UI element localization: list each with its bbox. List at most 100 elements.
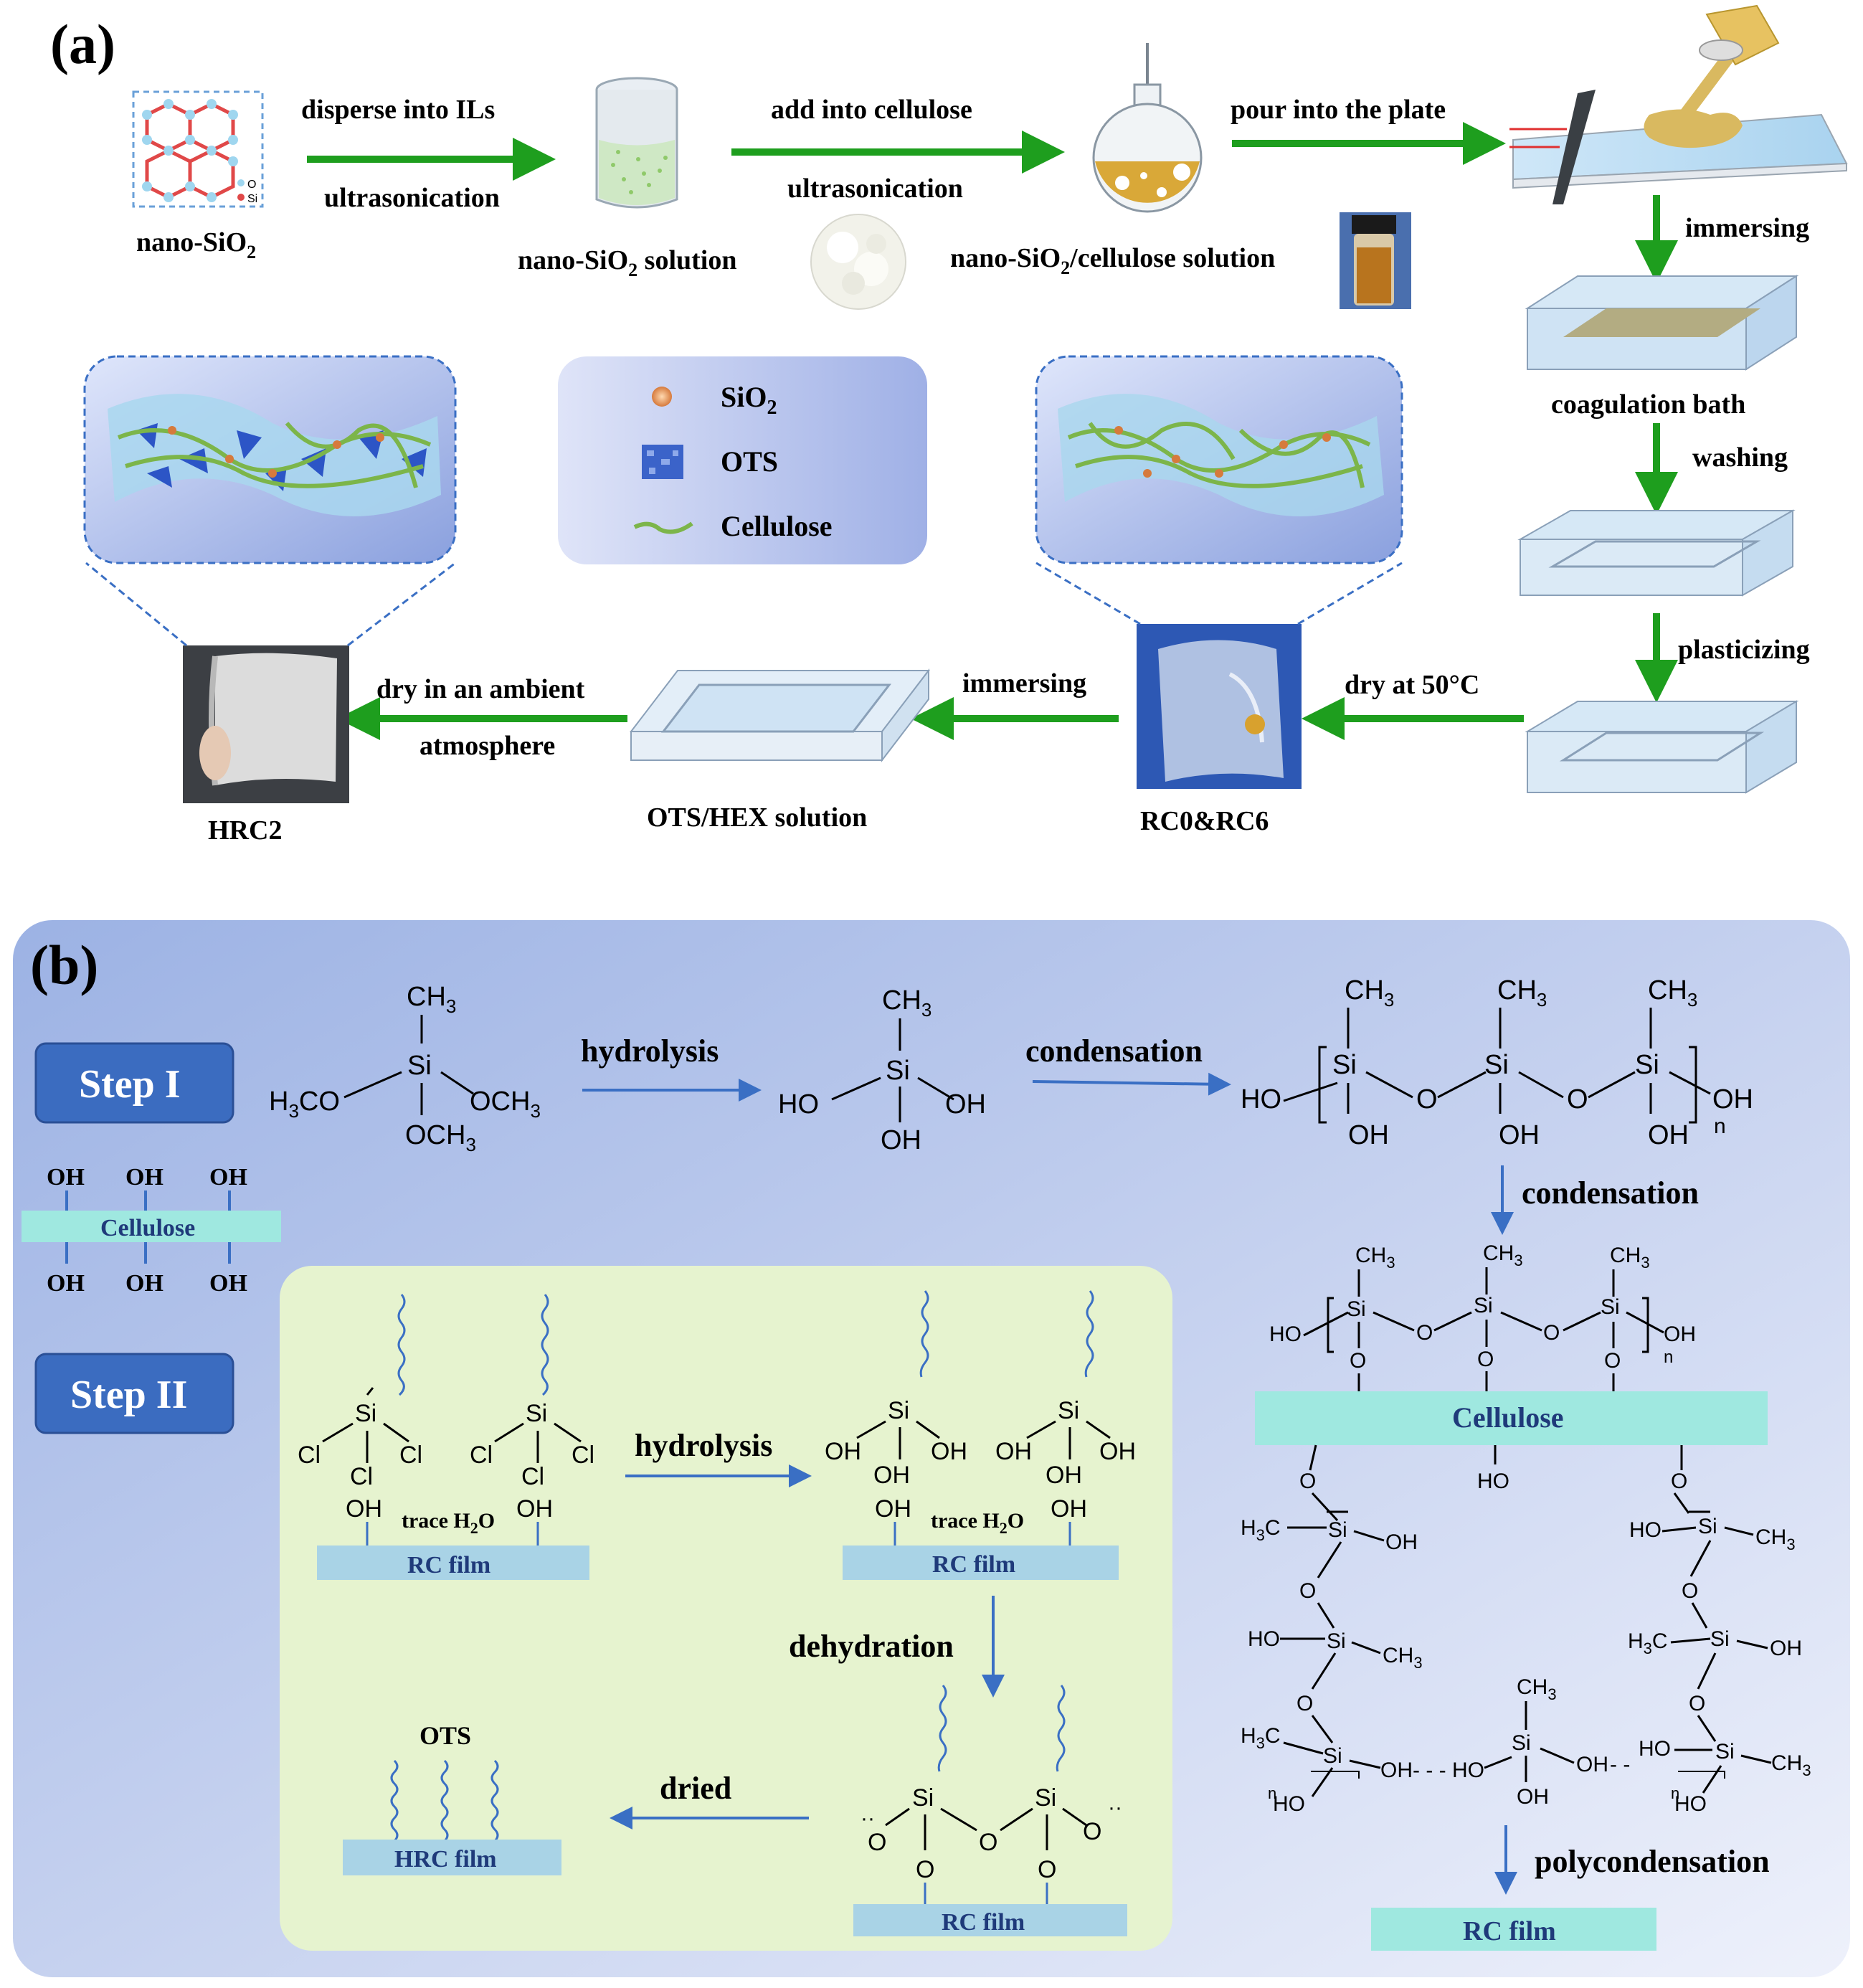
svg-text:OCH3: OCH3 bbox=[470, 1087, 541, 1122]
svg-text:O: O bbox=[1299, 1579, 1316, 1603]
svg-text:Si: Si bbox=[1332, 1050, 1357, 1080]
step2-sub: ultrasonication bbox=[787, 174, 963, 204]
svg-text:CH3: CH3 bbox=[1355, 1244, 1395, 1272]
svg-text:Si: Si bbox=[1635, 1050, 1659, 1080]
svg-text:Si: Si bbox=[1698, 1515, 1717, 1538]
svg-text:Cl: Cl bbox=[399, 1442, 422, 1469]
mtms-molecule: CH3 Si H3CO OCH3 OCH3 bbox=[269, 982, 541, 1155]
svg-text:Si: Si bbox=[1512, 1731, 1531, 1755]
composite-solution-label: nano-SiO2/cellulose solution bbox=[950, 243, 1275, 278]
hrc-film-bar bbox=[343, 1840, 561, 1875]
dry-ambient-label-1: dry in an ambient bbox=[376, 674, 585, 704]
svg-text:CH3: CH3 bbox=[1517, 1675, 1557, 1703]
svg-text:OH: OH bbox=[47, 1270, 85, 1297]
nano-sio2-solution-label: nano-SiO2 solution bbox=[518, 245, 737, 280]
svg-text:OH: OH bbox=[1051, 1495, 1087, 1523]
lattice-legend-si: Si bbox=[247, 193, 257, 205]
step2-box bbox=[34, 1353, 234, 1434]
svg-text:O: O bbox=[1299, 1469, 1316, 1493]
cellulose-fiber-icon bbox=[633, 521, 693, 534]
ots-silanol-pair: Si OH OH OH Si OH OH OH OH OH trace H2O bbox=[825, 1290, 1136, 1546]
svg-text:OH: OH bbox=[47, 1164, 85, 1191]
svg-text:HO: HO bbox=[1477, 1469, 1509, 1493]
svg-text:HO: HO bbox=[1273, 1792, 1305, 1816]
svg-text:CH3: CH3 bbox=[1648, 975, 1697, 1010]
svg-text:O: O bbox=[1350, 1349, 1366, 1373]
svg-text:- -: - - bbox=[1610, 1753, 1630, 1776]
beaker-icon bbox=[595, 77, 678, 209]
rc-film-bar-1 bbox=[317, 1546, 589, 1580]
ots-hex-tank-icon bbox=[629, 668, 931, 762]
svg-text:Si: Si bbox=[1484, 1050, 1509, 1080]
svg-text:OH: OH bbox=[1380, 1759, 1413, 1782]
svg-text:O: O bbox=[1604, 1349, 1621, 1373]
ots-label-b: OTS bbox=[419, 1721, 471, 1750]
immersing2-label: immersing bbox=[962, 668, 1086, 699]
rc-film-1-label: RC film bbox=[407, 1552, 490, 1578]
svg-text:HO: HO bbox=[1629, 1518, 1661, 1542]
svg-text:Si: Si bbox=[1347, 1297, 1366, 1321]
svg-text:CH3: CH3 bbox=[407, 982, 456, 1017]
svg-text:HO: HO bbox=[1674, 1792, 1707, 1816]
hrc-film-label: HRC film bbox=[394, 1846, 497, 1873]
cellulose-bar-label: Cellulose bbox=[100, 1215, 195, 1241]
svg-text:OH: OH bbox=[1576, 1753, 1608, 1776]
ots-hex-label: OTS/HEX solution bbox=[647, 803, 867, 833]
rc-film-3-label: RC film bbox=[942, 1909, 1025, 1936]
crosslinked-network: O HO O H3C Si OH O HO Si CH3 O H3C Si OH… bbox=[1241, 1444, 1811, 1816]
svg-text:CH3: CH3 bbox=[1771, 1751, 1811, 1779]
svg-text:CH3: CH3 bbox=[882, 985, 932, 1021]
rc-films-label: RC0&RC6 bbox=[1140, 806, 1269, 836]
plasticizing-label: plasticizing bbox=[1678, 635, 1810, 665]
sio2-particle-icon bbox=[652, 387, 672, 407]
grafted-siloxane: HO Si CH3 O O Si CH3 O O Si CH3 O OH n bbox=[1269, 1241, 1696, 1391]
ots-chains-icon bbox=[390, 1759, 499, 1855]
hydrolysis2-label: hydrolysis bbox=[635, 1428, 772, 1463]
legend-cellulose: Cellulose bbox=[721, 510, 833, 542]
rc-film-photo bbox=[1137, 624, 1302, 789]
siloxane-chain: HO Si CH3 OH O Si CH3 OH O Si CH3 OH OH … bbox=[1241, 975, 1753, 1150]
svg-text:OH: OH bbox=[1517, 1785, 1549, 1809]
silanetriol-molecule: CH3 Si HO OH OH bbox=[778, 985, 986, 1155]
casting-plate-icon bbox=[1509, 4, 1848, 204]
svg-text:CH3: CH3 bbox=[1483, 1241, 1523, 1269]
rc-film-2-label: RC film bbox=[932, 1551, 1015, 1578]
svg-text:HO: HO bbox=[1639, 1737, 1671, 1761]
svg-text:OH: OH bbox=[209, 1270, 247, 1297]
rc-film-bar-right bbox=[1371, 1908, 1656, 1951]
svg-text:HO: HO bbox=[1269, 1322, 1302, 1346]
svg-text:CH3: CH3 bbox=[1755, 1525, 1796, 1553]
svg-text:OH: OH bbox=[1499, 1120, 1540, 1150]
svg-text:OCH3: OCH3 bbox=[405, 1120, 476, 1155]
svg-text:O: O bbox=[1689, 1692, 1705, 1715]
step1-label: disperse into ILs bbox=[301, 95, 495, 125]
svg-text:n: n bbox=[1664, 1348, 1673, 1367]
svg-text:HO: HO bbox=[1452, 1759, 1484, 1782]
svg-text:OH: OH bbox=[1385, 1530, 1418, 1554]
ots-trichlorosilane-pair: Si Cl Cl Cl Si Cl Cl Cl OH OH trace H2O bbox=[298, 1294, 594, 1546]
svg-text:··: ·· bbox=[1108, 1796, 1122, 1819]
svg-text:OH: OH bbox=[1046, 1462, 1082, 1489]
step3-label: pour into the plate bbox=[1231, 95, 1446, 125]
svg-text:Si: Si bbox=[1474, 1294, 1493, 1317]
step2-label-b: Step II bbox=[70, 1373, 187, 1417]
cellulose-powder-icon bbox=[810, 214, 906, 310]
svg-text:Cl: Cl bbox=[521, 1463, 544, 1490]
svg-text:CH3: CH3 bbox=[1610, 1244, 1650, 1272]
svg-text:O: O bbox=[1682, 1579, 1698, 1603]
svg-text:O: O bbox=[1543, 1321, 1560, 1345]
svg-text:O: O bbox=[1038, 1856, 1056, 1883]
svg-text:OH: OH bbox=[1770, 1637, 1802, 1660]
sio2-lattice-icon: O Si bbox=[132, 90, 264, 208]
svg-text:OH: OH bbox=[995, 1438, 1032, 1465]
svg-text:OH: OH bbox=[1648, 1120, 1689, 1150]
step2-label: add into cellulose bbox=[771, 95, 972, 125]
step1-box bbox=[34, 1042, 234, 1124]
step1-sub: ultrasonication bbox=[324, 183, 500, 213]
nano-sio2-label: nano-SiO2 bbox=[136, 227, 256, 262]
svg-text:CH3: CH3 bbox=[1383, 1644, 1423, 1672]
dehydration-label: dehydration bbox=[789, 1629, 954, 1664]
svg-text:HO: HO bbox=[778, 1089, 819, 1120]
